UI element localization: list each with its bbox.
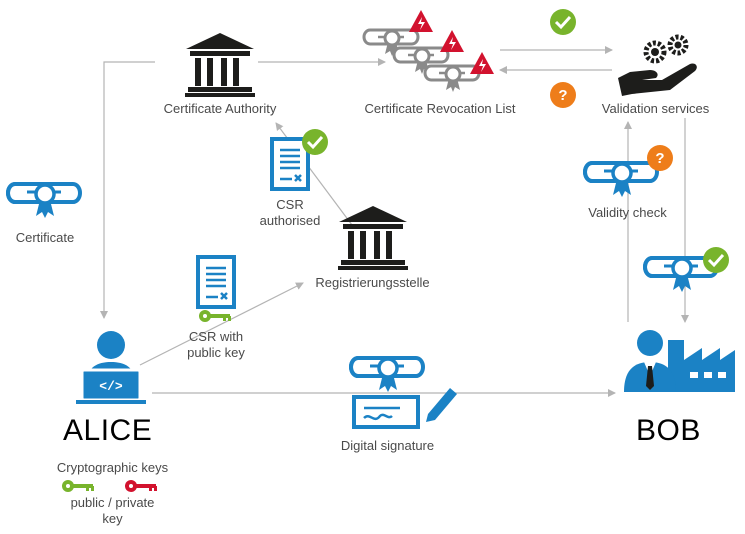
bob-businessman-factory-icon	[624, 330, 735, 392]
pen-icon	[426, 388, 457, 422]
public-key-icon	[62, 480, 94, 492]
public-private-label: public / private	[70, 495, 155, 510]
registration-authority-label: Registrierungsstelle	[315, 275, 430, 290]
question-badge-icon: ?	[647, 145, 673, 171]
warning-icon	[440, 30, 464, 52]
certificate-icon	[6, 182, 82, 220]
alice-user-laptop-icon: </>	[76, 331, 146, 404]
check-badge-icon	[703, 247, 729, 273]
validation-services-hand-gears-icon	[618, 34, 697, 96]
certificate-label: Certificate	[15, 230, 75, 245]
validity-check-certificate-icon	[583, 161, 659, 199]
csr-authorised-label-line1: CSR	[276, 197, 304, 212]
crl-label: Certificate Revocation List	[364, 101, 516, 116]
certificate-authority-bank-icon	[185, 33, 255, 97]
check-badge-icon	[550, 9, 576, 35]
svg-text:</>: </>	[99, 379, 123, 394]
csr-public-key-label-line2: public key	[187, 345, 245, 360]
validity-check-label: Validity check	[588, 205, 667, 220]
key-label: key	[102, 511, 123, 526]
crl-certificates-icon	[362, 28, 481, 94]
private-key-icon	[125, 480, 157, 492]
registration-authority-bank-icon	[338, 206, 408, 270]
csr-public-key-document-icon	[196, 255, 236, 309]
svg-text:?: ?	[655, 150, 664, 167]
connectors	[100, 46, 689, 397]
check-badge-icon	[302, 129, 328, 155]
public-key-icon	[199, 310, 231, 322]
svg-text:?: ?	[558, 87, 567, 104]
cryptographic-keys-label: Cryptographic keys	[56, 460, 169, 475]
warning-icon	[409, 10, 433, 32]
alice-label: ALICE	[63, 414, 153, 447]
csr-authorised-label-line2: authorised	[259, 213, 321, 228]
question-badge-icon: ?	[550, 82, 576, 108]
csr-public-key-label-line1: CSR with	[188, 329, 244, 344]
digital-signature-label: Digital signature	[340, 438, 435, 453]
csr-document-icon	[270, 137, 310, 191]
warning-icon	[470, 52, 494, 74]
certificate-authority-label: Certificate Authority	[163, 101, 277, 116]
bob-label: BOB	[636, 414, 701, 447]
validation-services-label: Validation services	[601, 101, 710, 116]
digital-signature-icon	[349, 356, 425, 429]
